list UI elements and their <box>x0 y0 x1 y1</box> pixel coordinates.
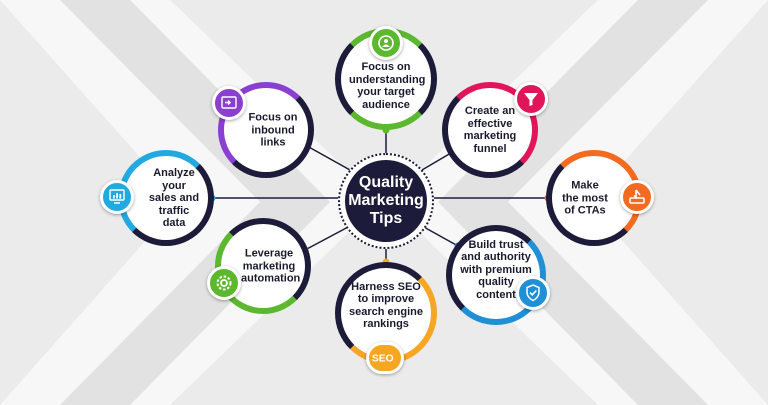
tip-text: Create an effective marketing funnel <box>463 105 517 155</box>
center-title: Quality Marketing Tips <box>348 174 424 227</box>
automation-gear-icon <box>207 266 241 300</box>
target-audience-icon <box>369 26 403 60</box>
cta-click-icon <box>620 180 654 214</box>
tip-text: Leverage marketing automation <box>241 247 301 285</box>
tip-text: Focus on understanding your target audie… <box>349 61 426 111</box>
handshake-shield-icon <box>516 276 550 310</box>
tip-node-trust: Build trust and authority with premium q… <box>446 225 546 325</box>
tip-text: Build trust and authority with premium q… <box>460 238 532 301</box>
inbound-link-icon <box>212 86 246 120</box>
seo-icon: SEO <box>366 342 404 374</box>
center-hub: Quality Marketing Tips <box>338 153 434 249</box>
analytics-chart-icon <box>100 180 134 214</box>
svg-text:SEO: SEO <box>372 354 394 365</box>
tip-text: Make the most of CTAs <box>562 179 608 217</box>
funnel-icon <box>514 82 548 116</box>
tip-node-analyze: Analyze your sales and traffic data <box>118 150 214 246</box>
tip-text: Harness SEO to improve search engine ran… <box>349 280 423 331</box>
tip-text: Analyze your sales and traffic data <box>148 166 200 229</box>
tip-text: Focus on inbound links <box>248 111 298 149</box>
